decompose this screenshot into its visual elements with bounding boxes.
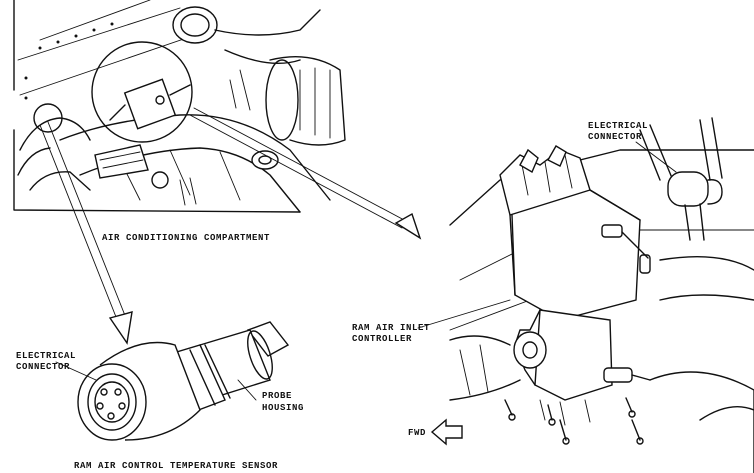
connector-pins xyxy=(96,388,126,420)
duct-outlet-top xyxy=(172,6,218,44)
label-fwd: FWD xyxy=(408,428,426,438)
sensor-detail-view xyxy=(55,321,290,441)
label-electrical-connector-top-line1: ELECTRICAL xyxy=(588,121,648,131)
controller-view xyxy=(417,117,754,473)
arrow-to-controller xyxy=(189,107,422,240)
probe-tip xyxy=(246,321,290,357)
label-electrical-connector-top-line2: CONNECTOR xyxy=(588,132,642,142)
arrow-to-sensor xyxy=(39,121,133,345)
inlet-controller-body xyxy=(499,145,651,321)
electrical-connector-plug xyxy=(667,171,723,241)
fwd-arrow xyxy=(430,418,463,446)
label-sensor-caption: RAM AIR CONTROL TEMPERATURE SENSOR xyxy=(74,461,278,471)
label-ram-air-inlet-controller-line2: CONTROLLER xyxy=(352,334,412,344)
label-probe-housing-line2: HOUSING xyxy=(262,403,304,413)
label-electrical-connector-sensor-line2: CONNECTOR xyxy=(16,362,70,372)
actuator-assembly xyxy=(504,309,651,445)
label-air-conditioning-compartment: AIR CONDITIONING COMPARTMENT xyxy=(102,233,270,243)
clamp-ring xyxy=(251,150,279,170)
inlet-controller-in-situ xyxy=(109,78,191,130)
label-probe-housing-line1: PROBE xyxy=(262,391,292,401)
callout-circle-controller xyxy=(91,41,193,143)
rivet-row xyxy=(24,22,114,100)
sensor-in-situ xyxy=(94,144,169,189)
label-ram-air-inlet-controller-line1: RAM AIR INLET xyxy=(352,323,430,333)
label-electrical-connector-sensor-line1: ELECTRICAL xyxy=(16,351,76,361)
compartment-view xyxy=(13,0,346,213)
callout-circle-sensor xyxy=(33,103,63,133)
